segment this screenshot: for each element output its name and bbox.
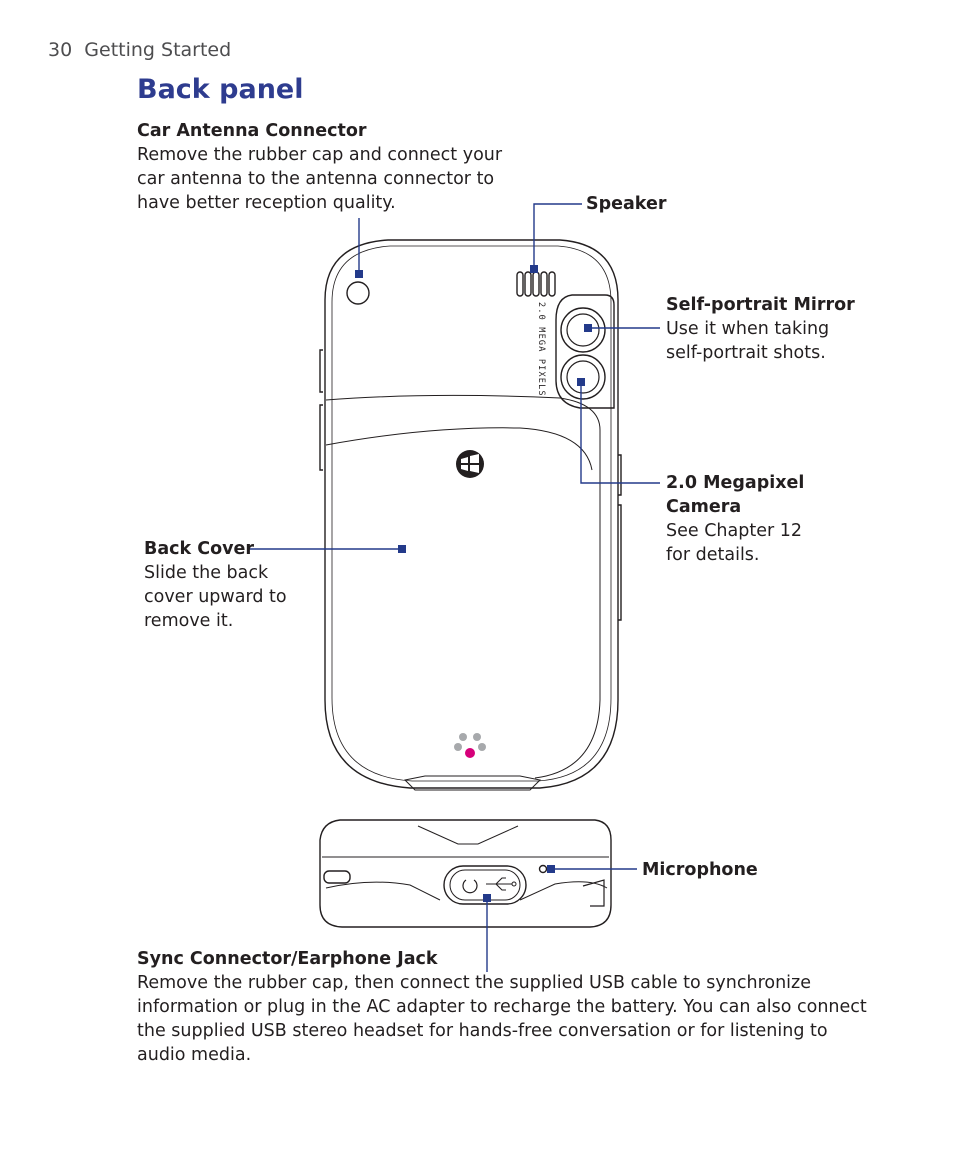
callout-heading: Car Antenna Connector — [137, 121, 367, 141]
page-number: 30 — [48, 39, 73, 61]
brand-dots-icon — [454, 733, 486, 758]
callout-heading: Camera — [666, 497, 742, 517]
self-portrait-mirror — [560, 307, 606, 353]
callout-text: audio media. — [137, 1045, 252, 1065]
callout-text: information or plug in the AC adapter to… — [137, 997, 867, 1017]
callout-heading: Back Cover — [144, 539, 255, 559]
windows-logo-icon — [456, 450, 484, 478]
camera-lens — [560, 354, 606, 400]
side-button-left — [319, 349, 323, 471]
leader-speaker — [533, 203, 582, 265]
callout-text: the supplied USB stereo headset for hand… — [137, 1021, 828, 1041]
callout-text: See Chapter 12 — [666, 521, 803, 541]
phone-bottom-outline — [319, 819, 612, 928]
section-name: Getting Started — [84, 39, 232, 61]
callout-text: Slide the back — [144, 563, 269, 583]
callout-text: for details. — [666, 545, 760, 565]
usb-icon — [486, 877, 512, 891]
callout-speaker: Speaker — [586, 194, 667, 214]
callout-heading: Self-portrait Mirror — [666, 295, 855, 315]
callout-text: self-portrait shots. — [666, 343, 826, 363]
running-head: 30 Getting Started — [48, 38, 231, 62]
speaker-grill — [516, 271, 556, 297]
bottom-slot-left — [323, 870, 351, 884]
page-title: Back panel — [137, 74, 304, 105]
camera-module — [555, 294, 615, 409]
callout-text: cover upward to — [144, 587, 287, 607]
callout-microphone: Microphone — [642, 860, 758, 880]
callout-heading: 2.0 Megapixel — [666, 473, 805, 493]
leader-camera — [580, 384, 660, 484]
sync-connector — [443, 865, 527, 905]
callout-text: Remove the rubber cap, then connect the … — [137, 973, 811, 993]
callout-heading: Sync Connector/Earphone Jack — [137, 949, 438, 969]
microphone-hole — [538, 864, 548, 874]
device-camera-label: 2.0 MEGA PIXELS — [536, 302, 546, 397]
phone-body-inner — [331, 245, 612, 782]
callout-text: remove it. — [144, 611, 234, 631]
callout-text: Remove the rubber cap and connect your — [137, 145, 503, 165]
callout-text: have better reception quality. — [137, 193, 396, 213]
phone-body-outline — [324, 239, 619, 789]
callout-text: car antenna to the antenna connector to — [137, 169, 495, 189]
side-button-right — [618, 454, 622, 621]
car-antenna-connector — [346, 281, 370, 305]
callout-text: Use it when taking — [666, 319, 830, 339]
